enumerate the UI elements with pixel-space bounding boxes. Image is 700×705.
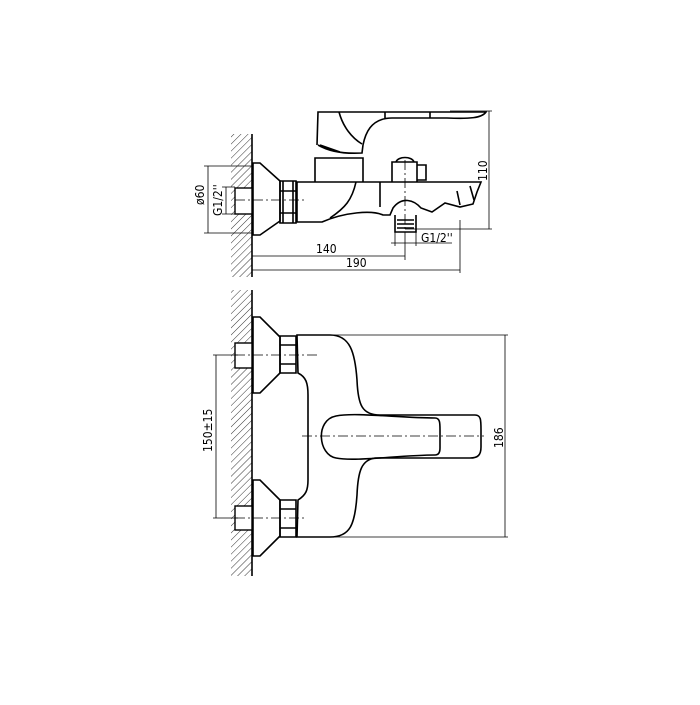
side-view: ø60 G1/2'' 110 G1/2'' 140 190 — [193, 110, 492, 277]
lever-front — [320, 413, 441, 461]
dim-height: 110 — [405, 110, 492, 230]
dim-inlet-thread: G1/2'' — [211, 184, 235, 216]
dim-spacing: 150±15 — [201, 354, 238, 519]
outlet-thread — [394, 215, 417, 233]
mixer-body — [296, 181, 483, 223]
flange — [252, 162, 281, 236]
lever-handle — [316, 111, 488, 155]
dim-140: 140 190 — [251, 220, 461, 276]
dim-diameter-label: ø60 — [193, 185, 207, 205]
hex-nut-bottom — [279, 499, 297, 538]
diverter-knob — [391, 156, 427, 182]
dim-width: 186 — [300, 334, 508, 538]
mixer-body-front — [296, 334, 482, 538]
wall-pipe-top — [234, 342, 253, 369]
dim-width-label: 186 — [492, 427, 506, 448]
dim-height-label: 110 — [476, 160, 490, 181]
hex-nut — [279, 180, 297, 224]
dim-spacing-label: 150±15 — [201, 409, 215, 452]
cartridge-housing — [314, 157, 364, 182]
dim-190-label: 190 — [346, 256, 367, 270]
front-view: 150±15 186 — [201, 290, 508, 576]
dim-inlet-thread-label: G1/2'' — [211, 184, 225, 216]
hex-nut-top — [279, 335, 297, 374]
dim-140-label: 140 — [316, 242, 337, 256]
dim-diameter: ø60 — [193, 165, 252, 234]
dim-outlet-thread: G1/2'' — [391, 231, 453, 246]
wall-pipe — [234, 187, 253, 215]
dim-outlet-thread-label: G1/2'' — [421, 231, 453, 245]
wall-hatch — [231, 290, 252, 576]
